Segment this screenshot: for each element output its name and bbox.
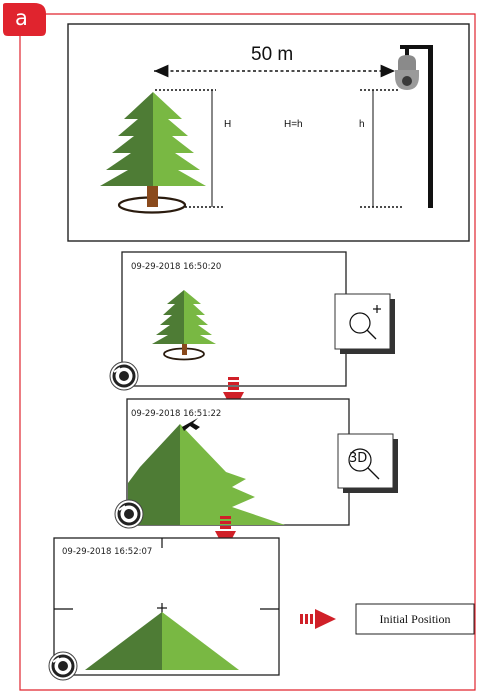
dome-camera-icon (395, 55, 419, 90)
distance-label: 50 m (251, 44, 294, 65)
initial-position-label: Initial Position (379, 612, 451, 626)
tree-height-label: H (224, 119, 232, 130)
camera-height-label: h (359, 119, 365, 130)
step3-tree-centered (85, 612, 239, 670)
zoom-in-button[interactable] (334, 293, 391, 350)
step1-tree (152, 290, 216, 361)
step3-timestamp: 09-29-2018 16:52:07 (62, 547, 153, 557)
3d-zoom-button[interactable] (337, 433, 394, 489)
step2-timestamp: 09-29-2018 16:51:22 (131, 409, 222, 419)
step1-frame (121, 251, 347, 387)
step3-to-result-arrow (300, 609, 336, 629)
panel-badge-label: a (15, 6, 28, 30)
step1-camera-logo (109, 361, 139, 391)
equality-label: H=h (284, 119, 303, 130)
3d-zoom-text: 3D (349, 451, 368, 466)
camera-pole (400, 45, 433, 208)
zoom-in-icon (349, 305, 381, 340)
initial-position-box (355, 603, 475, 635)
panel-badge (3, 3, 46, 36)
step1-timestamp: 09-29-2018 16:50:20 (131, 262, 222, 272)
step2-camera-logo (114, 499, 144, 529)
3d-zoom-icon (348, 448, 380, 480)
scene-tree (100, 92, 206, 214)
step3-crosshair (54, 538, 279, 613)
step2-tree-zoomed (128, 424, 285, 525)
cursor-arrow-icon (182, 418, 200, 431)
step3-camera-logo (48, 651, 78, 681)
